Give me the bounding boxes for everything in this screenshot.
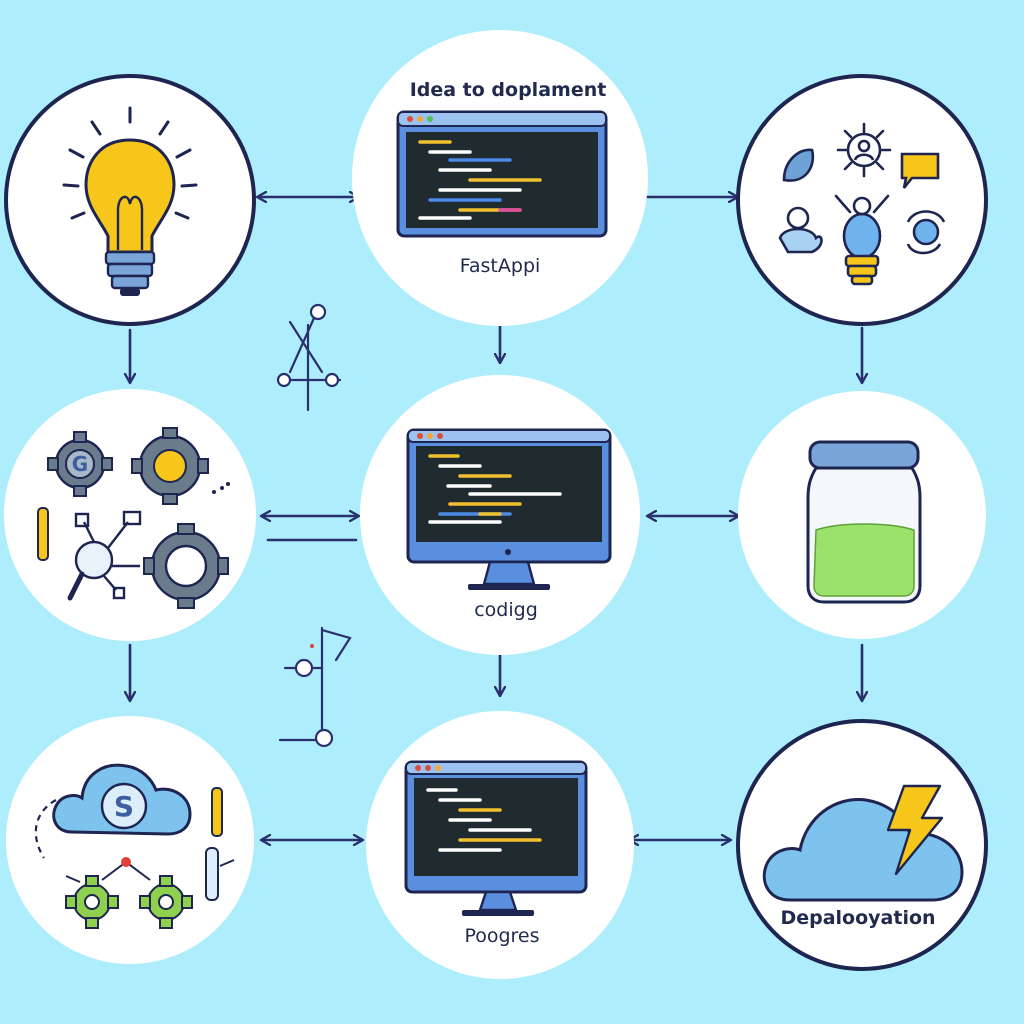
cloud-lightning-icon — [762, 784, 964, 902]
node-postgres: Poogres — [366, 711, 634, 979]
deployment-label: Depalooyation — [780, 907, 935, 929]
green-gear-right — [139, 875, 193, 929]
postgres-label: Poogres — [464, 925, 539, 947]
green-gear-left — [65, 875, 119, 929]
lightbulb-icon — [62, 106, 198, 296]
node-cloud-services: S — [6, 716, 254, 964]
node-fastapi: Idea to doplament FastAppi — [352, 30, 648, 326]
diagram-title: Idea to doplament — [410, 79, 607, 101]
gears-icon: G — [37, 427, 230, 609]
code-window-icon — [396, 110, 608, 238]
svg-text:S: S — [114, 790, 134, 823]
node-coding: codigg — [360, 375, 640, 655]
team-collaboration-icon — [778, 122, 946, 286]
svg-text:G: G — [72, 452, 88, 476]
node-tools: G — [4, 389, 256, 641]
node-architecture — [736, 74, 988, 326]
node-storage — [738, 391, 986, 639]
jar-icon — [806, 440, 922, 604]
desktop-monitor-icon-2 — [404, 760, 588, 916]
node-deployment: Depalooyation — [736, 719, 988, 971]
fastapi-label: FastAppi — [460, 255, 541, 277]
branch-glyph-top — [276, 303, 342, 412]
node-idea — [4, 74, 256, 326]
desktop-monitor-icon — [406, 428, 612, 590]
branch-glyph-bottom — [278, 626, 352, 748]
coding-label: codigg — [474, 599, 538, 621]
cloud-services-icon: S — [34, 763, 235, 929]
